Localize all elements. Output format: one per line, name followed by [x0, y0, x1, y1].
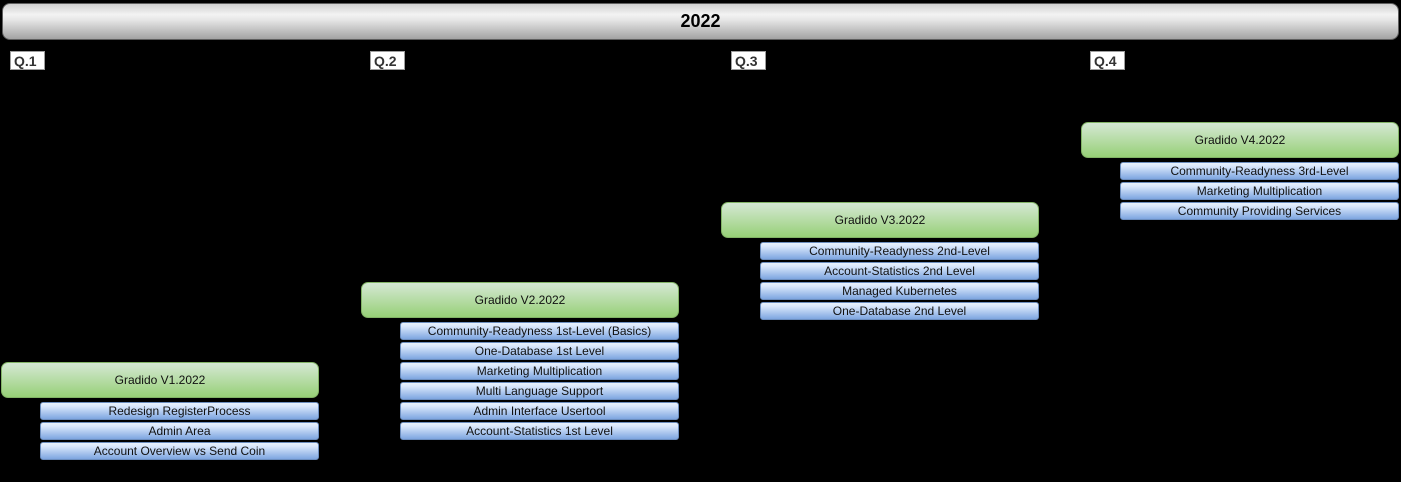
roadmap-item: Account-Statistics 1st Level [400, 422, 679, 440]
milestone-box-q4: Gradido V4.2022 [1081, 122, 1399, 158]
quarter-label-q2: Q.2 [370, 51, 405, 70]
quarter-label-q1: Q.1 [10, 51, 45, 70]
quarter-label-q3: Q.3 [731, 51, 766, 70]
roadmap-item: Account Overview vs Send Coin [40, 442, 319, 460]
year-header-bar: 2022 [2, 3, 1399, 40]
roadmap-item: Community-Readyness 2nd-Level [760, 242, 1039, 260]
roadmap-item: Community Providing Services [1120, 202, 1399, 220]
roadmap-item: Community-Readyness 3rd-Level [1120, 162, 1399, 180]
roadmap-item: Managed Kubernetes [760, 282, 1039, 300]
roadmap-item: Admin Interface Usertool [400, 402, 679, 420]
roadmap-item: Marketing Multiplication [400, 362, 679, 380]
milestone-box-q1: Gradido V1.2022 [1, 362, 319, 398]
roadmap-item: One-Database 2nd Level [760, 302, 1039, 320]
year-title: 2022 [680, 11, 721, 31]
roadmap-item: Marketing Multiplication [1120, 182, 1399, 200]
quarter-label-q4: Q.4 [1090, 51, 1125, 70]
roadmap-item: Community-Readyness 1st-Level (Basics) [400, 322, 679, 340]
milestone-box-q2: Gradido V2.2022 [361, 282, 679, 318]
roadmap-item: Admin Area [40, 422, 319, 440]
roadmap-item: One-Database 1st Level [400, 342, 679, 360]
roadmap-item: Multi Language Support [400, 382, 679, 400]
roadmap-item: Account-Statistics 2nd Level [760, 262, 1039, 280]
milestone-box-q3: Gradido V3.2022 [721, 202, 1039, 238]
roadmap-item: Redesign RegisterProcess [40, 402, 319, 420]
